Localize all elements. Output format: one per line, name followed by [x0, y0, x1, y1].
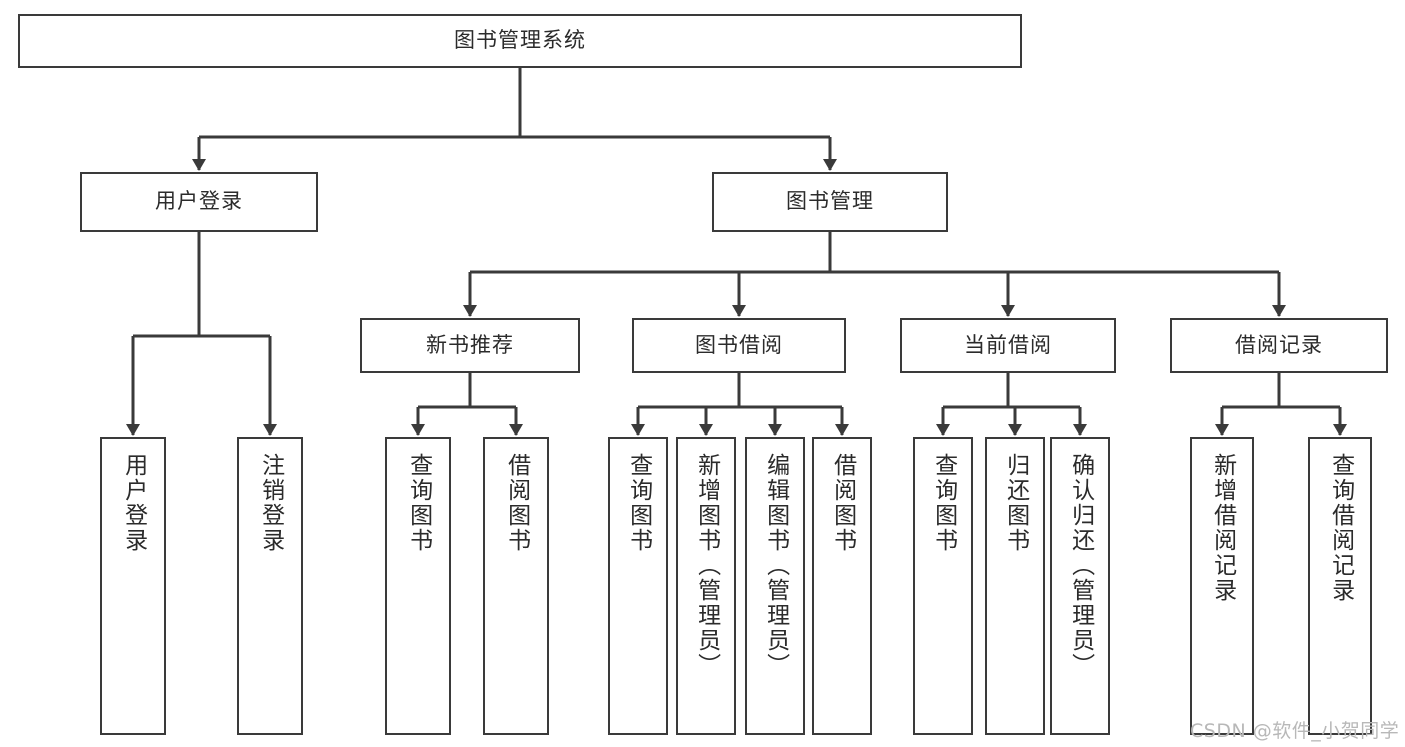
leaf-node[interactable]: 用户登录: [100, 437, 166, 735]
leaf-node-label: 新增图书（管理员）: [693, 453, 720, 678]
leaf-node[interactable]: 查询图书: [385, 437, 451, 735]
leaf-node[interactable]: 编辑图书（管理员）: [745, 437, 805, 735]
leaf-node[interactable]: 借阅图书: [483, 437, 549, 735]
leaf-node[interactable]: 注销登录: [237, 437, 303, 735]
node-user-login-label: 用户登录: [155, 189, 243, 214]
leaf-node-label: 借阅图书: [503, 453, 530, 553]
node-current-borrow[interactable]: 当前借阅: [900, 318, 1116, 373]
node-new-book-recommend-label: 新书推荐: [426, 332, 514, 357]
watermark-text: CSDN @软件_小贺同学: [1190, 720, 1400, 742]
leaf-node-label: 查询图书: [930, 453, 957, 553]
leaf-node-label: 借阅图书: [829, 453, 856, 553]
leaf-node-label: 查询图书: [625, 453, 652, 553]
node-new-book-recommend[interactable]: 新书推荐: [360, 318, 580, 373]
node-root[interactable]: 图书管理系统: [18, 14, 1022, 68]
node-book-management-label: 图书管理: [786, 189, 874, 214]
leaf-node-label: 查询图书: [405, 453, 432, 553]
leaf-node-label: 用户登录: [120, 453, 147, 553]
node-root-label: 图书管理系统: [454, 28, 586, 53]
leaf-node-label: 确认归还（管理员）: [1067, 453, 1094, 678]
node-book-borrow-label: 图书借阅: [695, 332, 783, 357]
leaf-node[interactable]: 查询图书: [913, 437, 973, 735]
leaf-node-label: 编辑图书（管理员）: [762, 453, 789, 678]
leaf-node[interactable]: 新增借阅记录: [1190, 437, 1254, 735]
leaf-node[interactable]: 确认归还（管理员）: [1050, 437, 1110, 735]
leaf-node-label: 归还图书: [1002, 453, 1029, 553]
leaf-node-label: 注销登录: [257, 453, 284, 553]
node-book-borrow[interactable]: 图书借阅: [632, 318, 846, 373]
leaf-node[interactable]: 借阅图书: [812, 437, 872, 735]
leaf-node-label: 查询借阅记录: [1327, 453, 1354, 603]
node-book-management[interactable]: 图书管理: [712, 172, 948, 232]
leaf-node[interactable]: 查询图书: [608, 437, 668, 735]
leaf-node[interactable]: 新增图书（管理员）: [676, 437, 736, 735]
node-borrow-records-label: 借阅记录: [1235, 332, 1323, 357]
leaf-node[interactable]: 归还图书: [985, 437, 1045, 735]
node-borrow-records[interactable]: 借阅记录: [1170, 318, 1388, 373]
leaf-node[interactable]: 查询借阅记录: [1308, 437, 1372, 735]
node-current-borrow-label: 当前借阅: [964, 332, 1052, 357]
leaf-node-label: 新增借阅记录: [1209, 453, 1236, 603]
node-user-login[interactable]: 用户登录: [80, 172, 318, 232]
